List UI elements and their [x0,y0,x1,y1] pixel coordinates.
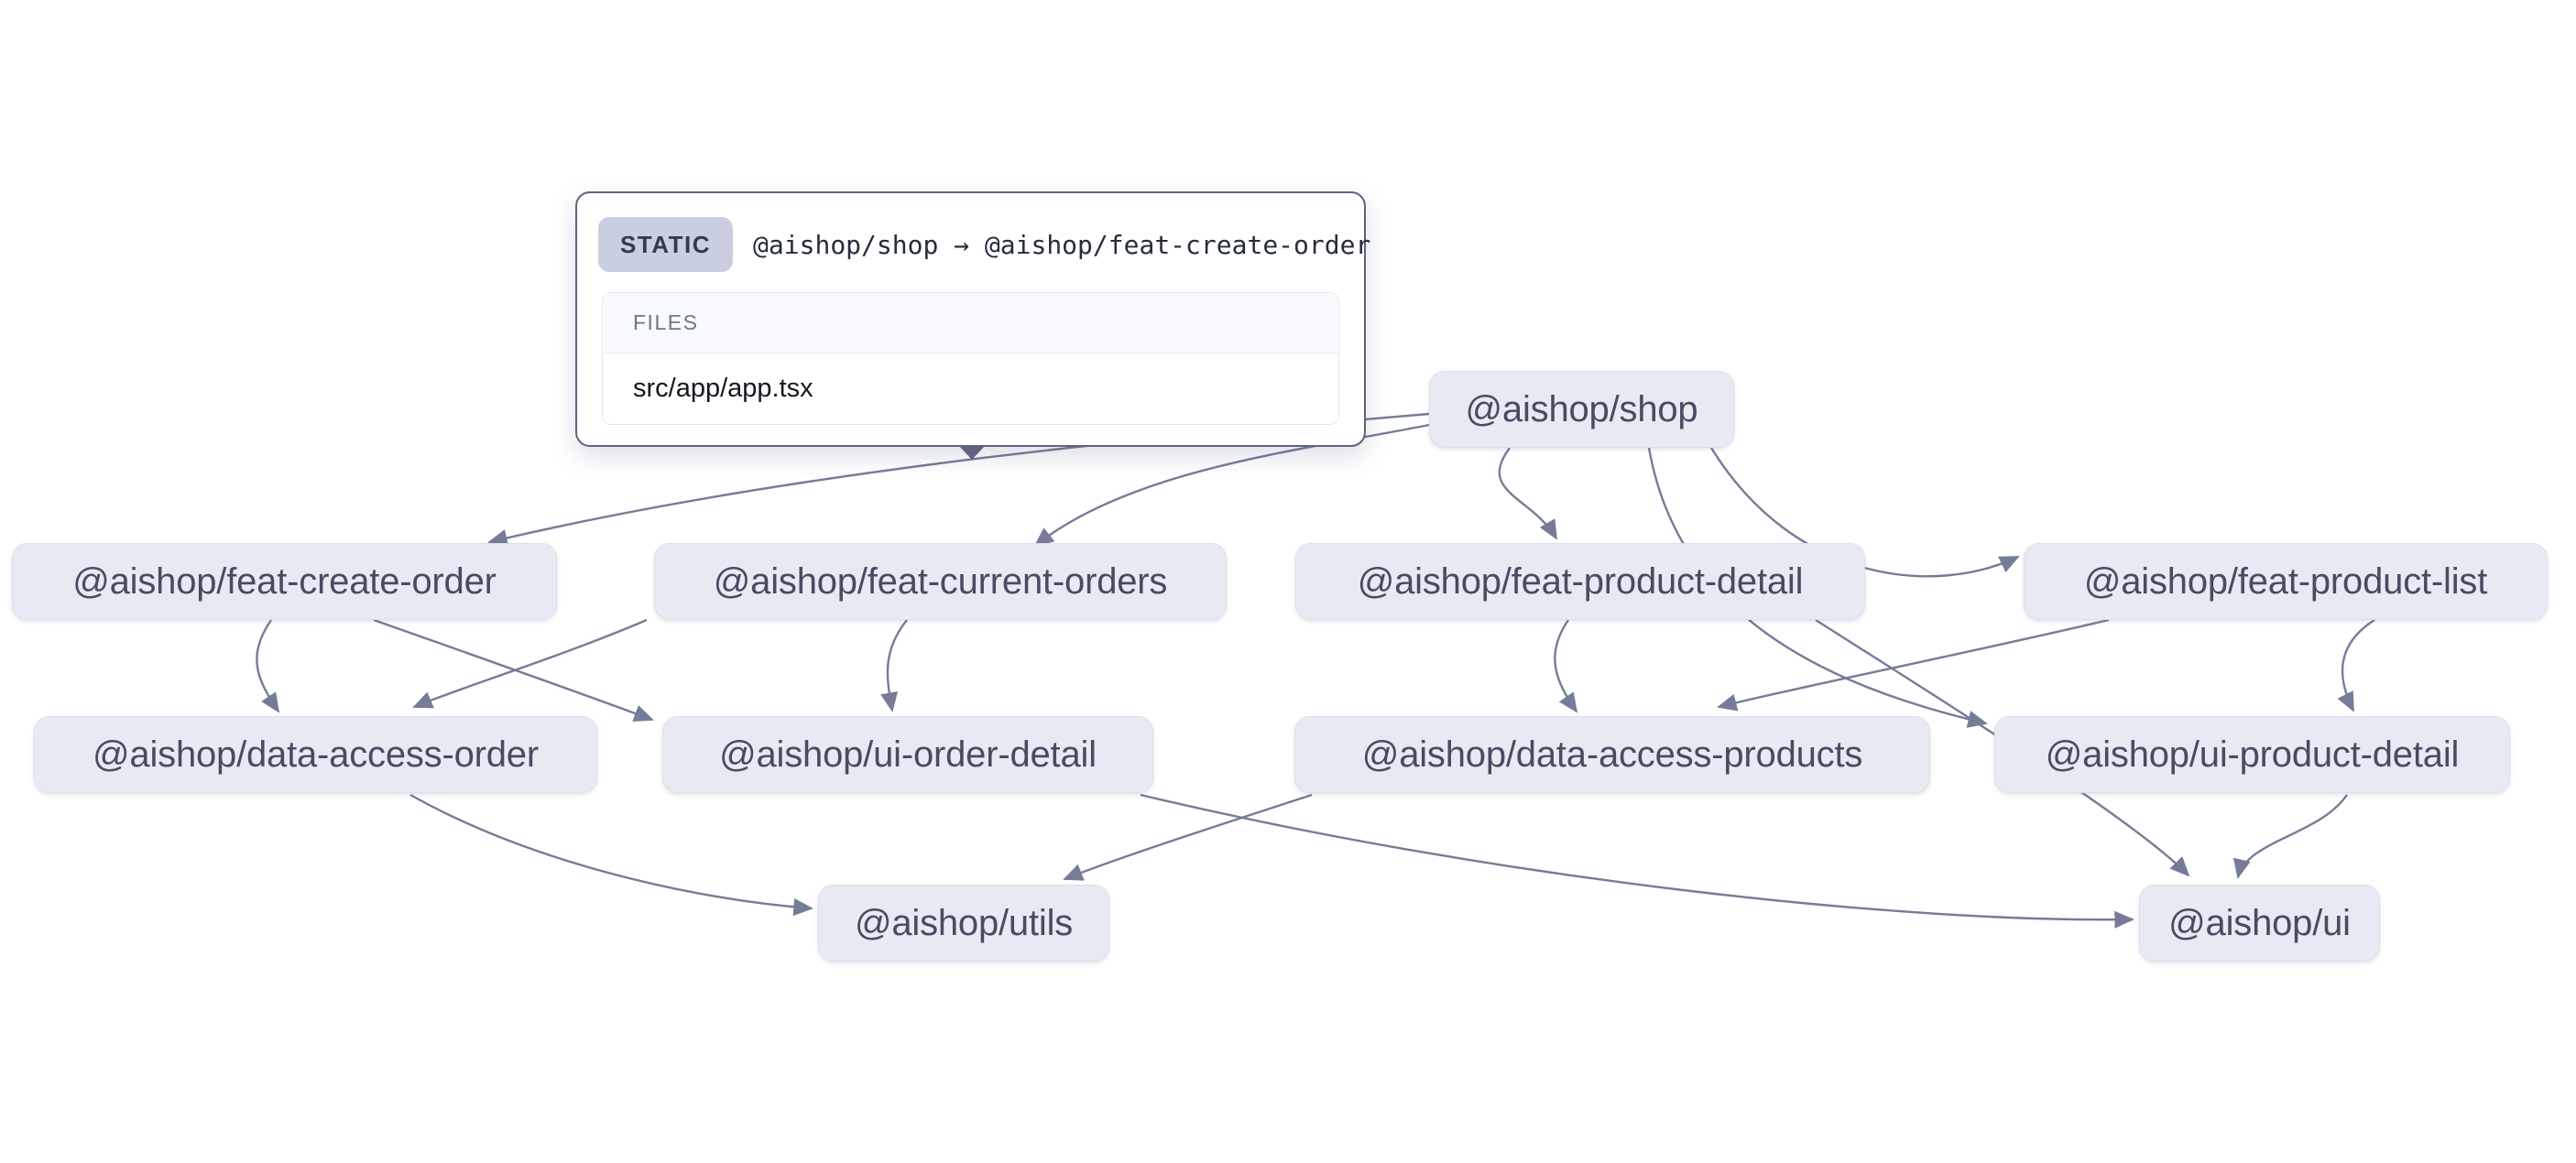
edge-data-access-products->utils[interactable] [1063,793,1313,881]
edge-feat-current-orders->ui-order-detail[interactable] [880,619,908,712]
graph-node-ui-order-detail[interactable]: @aishop/ui-order-detail [662,716,1153,793]
edge-ui-product-detail->ui[interactable] [2232,794,2348,879]
edge-tooltip: STATIC @aishop/shop → @aishop/feat-creat… [575,191,1370,447]
file-row: src/app/app.tsx [603,353,1338,424]
edge-shop->feat-current-orders[interactable] [1033,423,1430,548]
edge-shop->feat-product-detail[interactable] [1498,447,1558,540]
graph-node-label: @aishop/data-access-products [1361,734,1863,775]
graph-node-data-access-order[interactable]: @aishop/data-access-order [34,716,597,793]
edge-tooltip-title: @aishop/shop → @aishop/feat-create-order [753,229,1371,260]
graph-node-feat-product-detail[interactable]: @aishop/feat-product-detail [1295,543,1865,620]
graph-node-shop[interactable]: @aishop/shop [1429,371,1734,448]
edge-feat-product-list->data-access-products[interactable] [1717,618,2110,712]
graph-node-label: @aishop/ui-product-detail [2045,734,2460,775]
graph-node-utils[interactable]: @aishop/utils [818,885,1109,962]
graph-node-label: @aishop/shop [1465,388,1698,429]
edge-data-access-order->utils[interactable] [409,793,813,917]
edge-feat-current-orders->data-access-order[interactable] [412,618,648,709]
files-panel: FILES src/app/app.tsx [602,292,1339,425]
graph-node-label: @aishop/utils [854,902,1074,943]
edge-feat-product-detail->data-access-products[interactable] [1554,619,1578,713]
graph-node-feat-current-orders[interactable]: @aishop/feat-current-orders [654,543,1227,620]
graph-node-label: @aishop/data-access-order [93,734,539,775]
files-panel-header: FILES [603,293,1338,353]
tooltip-header: STATIC @aishop/shop → @aishop/feat-creat… [577,193,1370,292]
graph-node-label: @aishop/feat-product-detail [1357,560,1804,602]
graph-node-label: @aishop/feat-current-orders [713,560,1168,602]
graph-node-ui-product-detail[interactable]: @aishop/ui-product-detail [1994,716,2510,793]
graph-node-label: @aishop/feat-product-list [2083,560,2488,602]
edge-type-badge: STATIC [598,217,734,272]
graph-node-feat-create-order[interactable]: @aishop/feat-create-order [12,543,557,620]
graph-node-ui[interactable]: @aishop/ui [2139,885,2380,962]
edge-feat-create-order->ui-order-detail[interactable] [373,618,654,723]
graph-node-feat-product-list[interactable]: @aishop/feat-product-list [2024,543,2548,620]
edge-ui-order-detail->ui[interactable] [1140,793,2134,929]
edge-feat-product-list->ui-product-detail[interactable] [2337,618,2375,712]
graph-node-label: @aishop/feat-create-order [72,560,497,602]
edge-shop->ui-product-detail[interactable] [1647,447,1988,728]
graph-node-label: @aishop/ui-order-detail [719,734,1097,775]
edge-feat-create-order->data-access-order[interactable] [256,619,280,713]
graph-node-label: @aishop/ui [2168,902,2351,943]
graph-node-data-access-products[interactable]: @aishop/data-access-products [1294,716,1930,793]
tooltip-caret-icon [959,446,985,460]
